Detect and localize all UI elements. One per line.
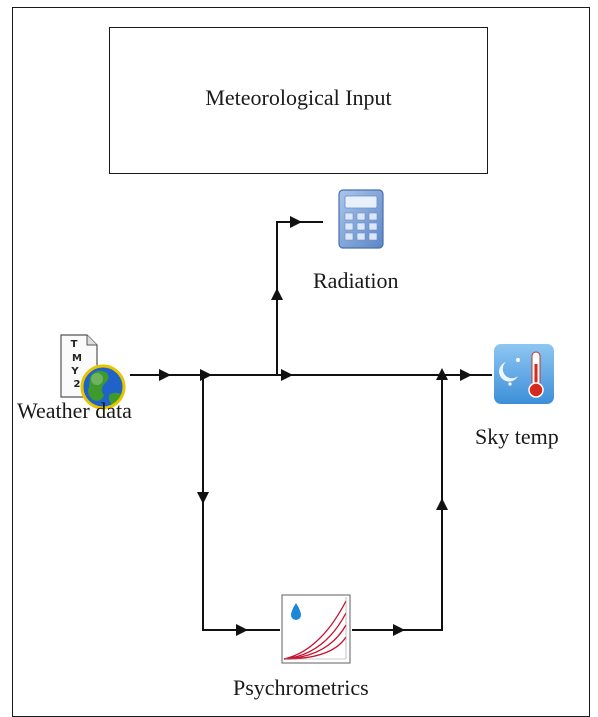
title-box: Meteorological Input bbox=[109, 27, 488, 174]
psychro-return-line bbox=[352, 375, 443, 631]
arrow-marker bbox=[393, 624, 405, 636]
arrow-marker bbox=[200, 369, 212, 381]
weather-data-label: Weather data bbox=[17, 398, 132, 423]
arrow-marker bbox=[271, 288, 283, 300]
psychrometrics-label: Psychrometrics bbox=[233, 675, 369, 700]
arrow-marker bbox=[290, 216, 302, 228]
psychrometric-chart-icon[interactable] bbox=[280, 593, 352, 670]
arrow-marker bbox=[236, 624, 248, 636]
radiation-branch-line bbox=[276, 221, 323, 375]
sky-temp-label: Sky temp bbox=[475, 424, 559, 449]
sky-thermometer-icon[interactable] bbox=[492, 342, 556, 411]
svg-text:M: M bbox=[72, 353, 82, 364]
calculator-icon[interactable] bbox=[335, 188, 387, 257]
arrow-marker bbox=[436, 368, 448, 380]
arrow-marker bbox=[281, 369, 293, 381]
radiation-label: Radiation bbox=[313, 268, 399, 293]
svg-text:Y: Y bbox=[70, 366, 79, 377]
arrow-marker bbox=[460, 369, 472, 381]
arrow-marker bbox=[197, 492, 209, 504]
diagram-title: Meteorological Input bbox=[205, 84, 392, 110]
psychro-feed-line bbox=[202, 375, 280, 631]
arrow-marker bbox=[159, 369, 171, 381]
arrow-marker bbox=[436, 498, 448, 510]
svg-text:2: 2 bbox=[74, 379, 81, 390]
tmy2-globe-icon[interactable]: T M Y 2 bbox=[53, 333, 129, 418]
svg-text:T: T bbox=[71, 339, 78, 350]
